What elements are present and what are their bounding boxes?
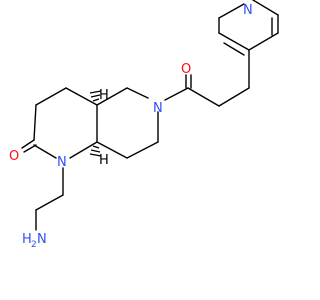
stereo-hash-top — [89, 90, 102, 102]
bond — [33, 144, 57, 159]
bond — [65, 87, 98, 106]
bond — [223, 42, 245, 56]
bond — [33, 104, 37, 141]
bond — [218, 3, 245, 19]
wedge-dash — [89, 153, 102, 157]
wedge-dash — [89, 90, 102, 94]
bond — [35, 87, 67, 106]
wedge-dash — [90, 94, 101, 98]
bond — [187, 87, 220, 107]
amine-group: H 2 N — [22, 232, 47, 250]
amine-subscript: 2 — [31, 240, 37, 250]
bond — [218, 32, 250, 51]
nitrogen-label-pyridine: N — [243, 3, 253, 18]
amine-h-label: H — [22, 232, 32, 247]
bond — [126, 141, 159, 159]
bond — [164, 87, 189, 101]
bond — [35, 194, 64, 211]
bond — [23, 144, 37, 153]
bond — [96, 87, 128, 106]
bond — [248, 32, 279, 51]
bond — [218, 87, 250, 107]
bond — [69, 141, 98, 159]
bond — [252, 0, 279, 16]
wedge-dash — [92, 145, 100, 149]
nitrogen-label-n1: N — [57, 155, 67, 170]
wedge-dash — [90, 149, 101, 153]
wedge-dash — [92, 98, 100, 102]
stereo-h-top: H — [99, 88, 109, 103]
bond — [96, 141, 128, 159]
bond — [126, 87, 149, 99]
molecule-structure: O N N O N H H H 2 N — [9, 0, 279, 250]
oxygen-label-lactam: O — [9, 149, 19, 164]
stereo-hash-bottom — [89, 145, 102, 157]
bond-lines — [21, 0, 279, 231]
nitrogen-label-n6: N — [153, 101, 163, 116]
amine-n-label: N — [37, 232, 47, 247]
stereo-h-bottom: H — [99, 153, 109, 168]
oxygen-label-ketone: O — [181, 62, 191, 77]
bond — [21, 139, 35, 149]
